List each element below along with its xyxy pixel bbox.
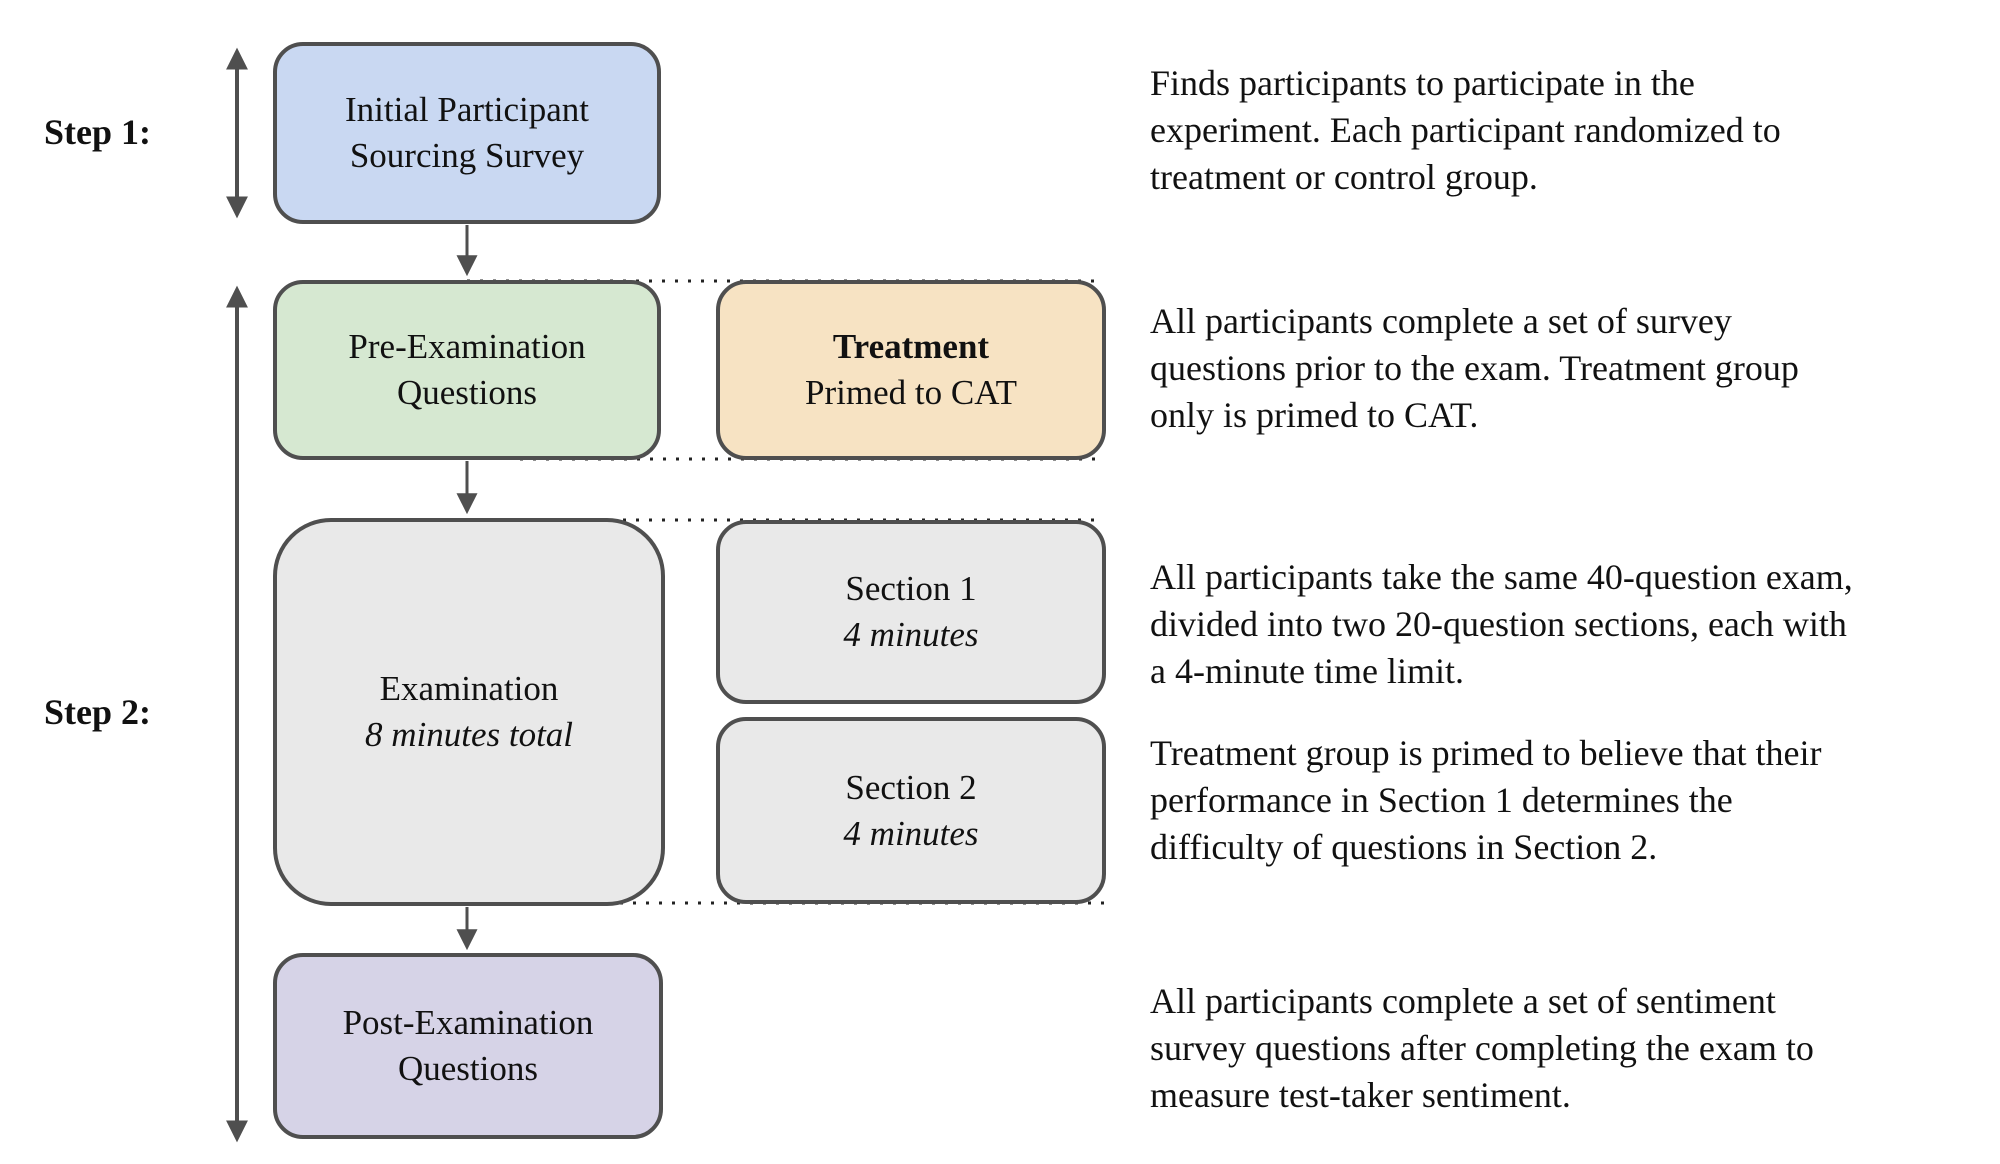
step1-label: Step 1: [44, 112, 151, 152]
annotation-line: difficulty of questions in Section 2. [1150, 827, 1658, 867]
annotation-line: only is primed to CAT. [1150, 395, 1479, 435]
box-pre-exam-line2: Questions [397, 373, 537, 412]
box-section-2: Section 2 4 minutes [716, 717, 1106, 904]
box-initial-sourcing-line1: Initial Participant [345, 90, 589, 129]
annotation-line: questions prior to the exam. Treatment g… [1150, 348, 1799, 388]
annotation-post-exam: All participants complete a set of senti… [1150, 978, 2000, 1119]
annotation-line: All participants complete a set of surve… [1150, 301, 1732, 341]
box-initial-sourcing-line2: Sourcing Survey [349, 136, 585, 175]
step2-label: Step 2: [44, 692, 151, 732]
box-section-1-line1: Section 1 [845, 569, 977, 608]
annotation-line: Treatment group is primed to believe tha… [1150, 733, 1822, 773]
box-section-2-line2: 4 minutes [843, 813, 979, 853]
annotation-line: Finds participants to participate in the [1150, 63, 1695, 103]
annotation-line: survey questions after completing the ex… [1150, 1028, 1814, 1068]
box-post-exam: Post-Examination Questions [273, 953, 663, 1139]
box-pre-exam: Pre-Examination Questions [273, 280, 661, 460]
annotation-sourcing: Finds participants to participate in the… [1150, 60, 2000, 201]
box-examination: Examination 8 minutes total [273, 518, 665, 906]
annotation-line: divided into two 20-question sections, e… [1150, 604, 1847, 644]
box-examination-line1: Examination [379, 669, 559, 708]
box-post-exam-line1: Post-Examination [342, 1003, 594, 1042]
annotation-pre-exam: All participants complete a set of surve… [1150, 298, 2000, 439]
annotation-line: treatment or control group. [1150, 157, 1538, 197]
annotation-line: All participants complete a set of senti… [1150, 981, 1776, 1021]
box-treatment-line1: Treatment [832, 327, 990, 366]
annotation-line: measure test-taker sentiment. [1150, 1075, 1571, 1115]
annotation-line: All participants take the same 40-questi… [1150, 557, 1853, 597]
annotation-treatment-priming: Treatment group is primed to believe tha… [1150, 730, 2000, 871]
box-treatment: Treatment Primed to CAT [716, 280, 1106, 460]
annotation-line: experiment. Each participant randomized … [1150, 110, 1781, 150]
box-treatment-line2: Primed to CAT [805, 373, 1017, 412]
annotation-exam-format: All participants take the same 40-questi… [1150, 554, 2000, 695]
box-section-1: Section 1 4 minutes [716, 520, 1106, 704]
annotation-line: a 4-minute time limit. [1150, 651, 1464, 691]
annotation-line: performance in Section 1 determines the [1150, 780, 1733, 820]
box-section-1-line2: 4 minutes [843, 615, 979, 654]
box-post-exam-line2: Questions [398, 1049, 538, 1088]
box-examination-line2: 8 minutes total [364, 715, 574, 754]
box-initial-sourcing: Initial Participant Sourcing Survey [273, 42, 661, 224]
box-section-2-line1: Section 2 [845, 767, 977, 807]
box-pre-exam-line1: Pre-Examination [348, 327, 586, 366]
